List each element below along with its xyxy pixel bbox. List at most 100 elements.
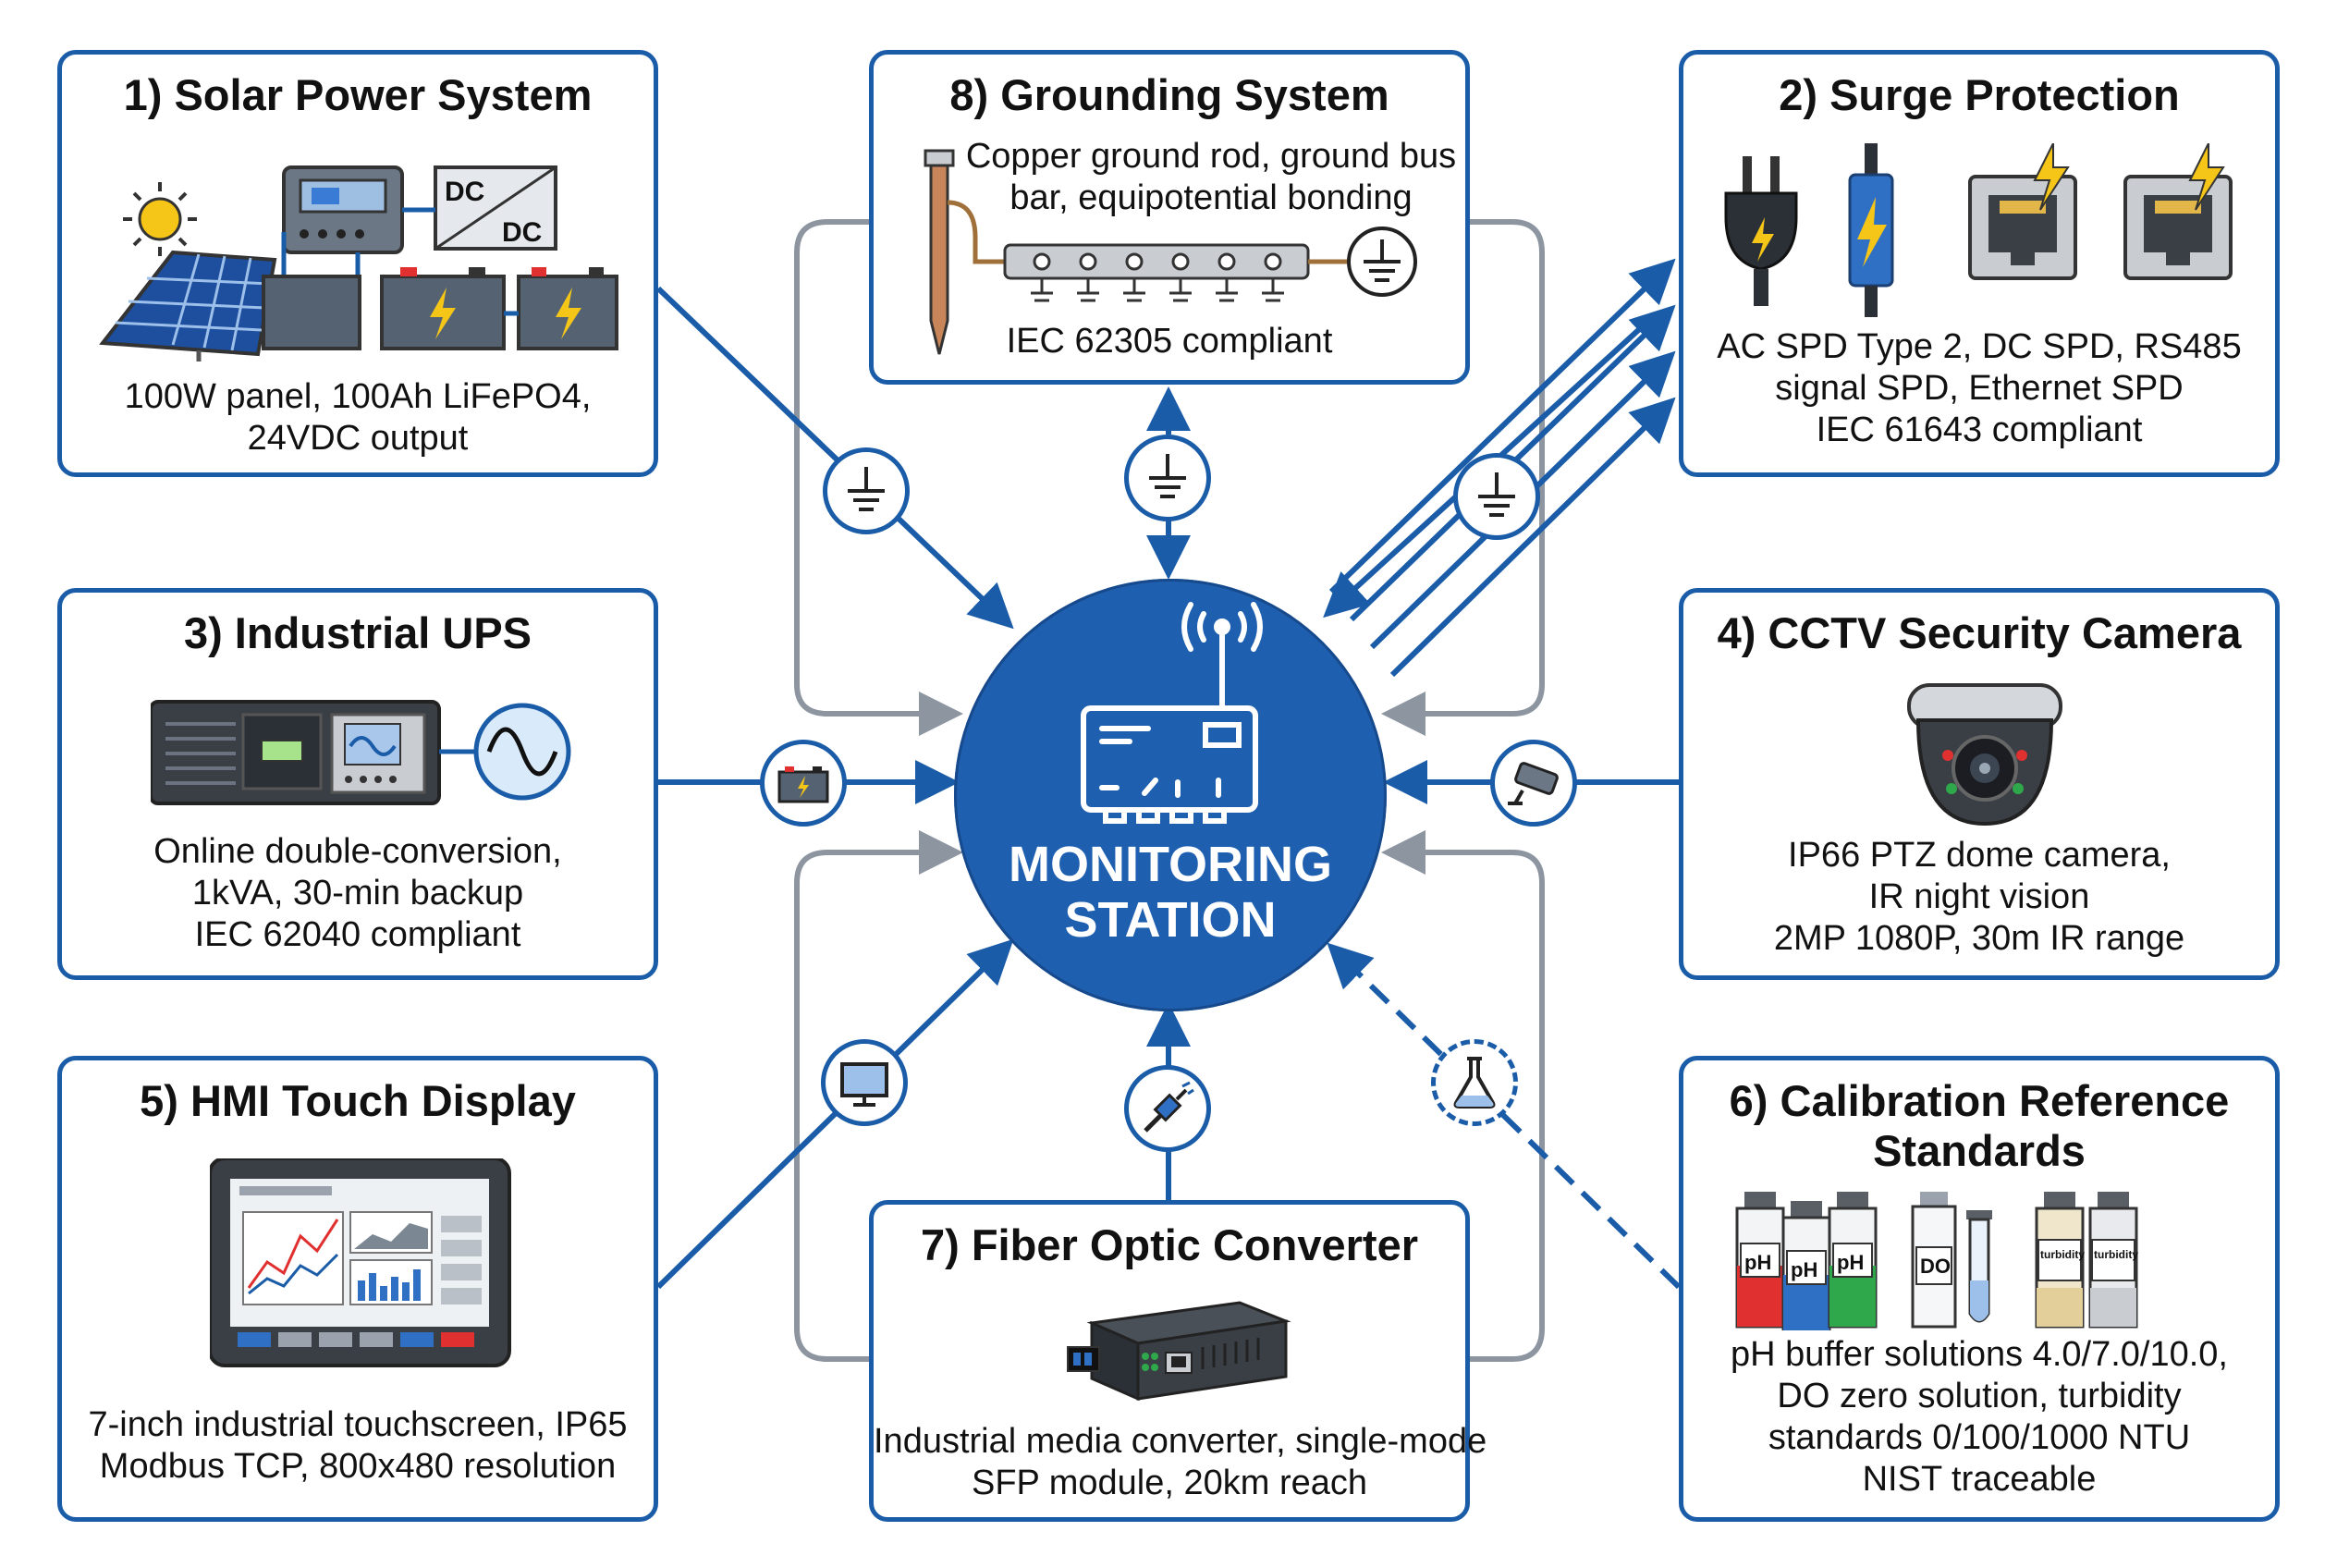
ground-icon bbox=[1478, 472, 1515, 517]
badge-fiber-connector[interactable] bbox=[1124, 1065, 1211, 1152]
solar-panel-icon bbox=[99, 250, 277, 361]
badge-calibration-flask[interactable] bbox=[1431, 1039, 1518, 1126]
ethernet-spd-icon bbox=[2123, 143, 2233, 280]
gray-loop-top-left bbox=[794, 219, 963, 736]
wire-calib bbox=[1327, 942, 1682, 1290]
media-converter-icon bbox=[1067, 1301, 1291, 1402]
panel-description: Copper ground rod, ground bus bar, equip… bbox=[957, 136, 1465, 219]
bottle-label: pH bbox=[1791, 1258, 1817, 1281]
desc-line: IEC 62040 compliant bbox=[194, 915, 521, 954]
panel-description: pH buffer solutions 4.0/7.0/10.0, DO zer… bbox=[1683, 1334, 2275, 1501]
hub-label-line1: MONITORING bbox=[1009, 837, 1332, 892]
monitor-icon bbox=[840, 1062, 888, 1107]
grounding-illustration bbox=[924, 149, 1417, 355]
do-bottle-icon: DO bbox=[1911, 1192, 1957, 1329]
wire-hmi bbox=[655, 938, 1014, 1290]
badge-surge-ground[interactable] bbox=[1453, 453, 1540, 540]
desc-line: 7-inch industrial touchscreen, IP65 bbox=[88, 1405, 628, 1444]
panel-cctv-security-camera[interactable]: 4) CCTV Security Camera IP66 PTZ dome ca… bbox=[1679, 588, 2280, 980]
turbidity-bottle-icon: turbidity bbox=[2088, 1192, 2138, 1329]
ph-bottle-icon: pH bbox=[1781, 1201, 1831, 1330]
desc-line: SFP module, 20km reach bbox=[971, 1464, 1368, 1502]
fiber-connector-icon bbox=[1144, 1081, 1194, 1133]
ph-bottle-icon: pH bbox=[1735, 1192, 1785, 1329]
panel-title: 7) Fiber Optic Converter bbox=[921, 1220, 1418, 1269]
dome-camera-icon bbox=[1907, 683, 2062, 827]
calibration-bottles-illustration: pH pH pH DO bbox=[1735, 1192, 2138, 1330]
bottle-label: turbidity bbox=[2094, 1248, 2138, 1261]
desc-line: pH buffer solutions 4.0/7.0/10.0, bbox=[1731, 1335, 2228, 1374]
panel-description: IP66 PTZ dome camera, IR night vision 2M… bbox=[1683, 835, 2275, 960]
ac-plug-icon bbox=[1724, 156, 1798, 306]
sun-icon bbox=[123, 182, 197, 256]
desc-line: 100W panel, 100Ah LiFePO4, bbox=[124, 377, 592, 416]
wire-surge-1 bbox=[1328, 258, 1676, 594]
ups-unit-icon bbox=[151, 700, 441, 805]
panel-grounding-system[interactable]: 8) Grounding System bbox=[869, 50, 1470, 385]
panel-title-line1: 6) Calibration Reference bbox=[1729, 1076, 2230, 1125]
monitoring-station-hub[interactable]: MONITORING STATION bbox=[954, 579, 1387, 1011]
desc-line: AC SPD Type 2, DC SPD, RS485 bbox=[1717, 327, 2242, 366]
converter-label-bottom: DC bbox=[502, 217, 542, 248]
ups-illustration bbox=[151, 700, 571, 805]
panel-fiber-optic-converter[interactable]: 7) Fiber Optic Converter Industrial medi… bbox=[869, 1200, 1487, 1522]
desc-line: Modbus TCP, 800x480 resolution bbox=[99, 1447, 617, 1486]
badge-cctv-camera[interactable] bbox=[1490, 740, 1577, 827]
camera-icon bbox=[1508, 762, 1559, 805]
panel-hmi-touch-display[interactable]: 5) HMI Touch Display 7-inch industrial t… bbox=[57, 1056, 658, 1522]
badge-hmi-monitor[interactable] bbox=[821, 1039, 908, 1126]
dc-spd-icon bbox=[1848, 143, 1894, 317]
ground-bus-bar-icon bbox=[1003, 243, 1310, 302]
battery-icon bbox=[777, 766, 829, 803]
badge-grounding-ground[interactable] bbox=[1124, 435, 1211, 521]
ground-symbol-icon bbox=[1347, 227, 1417, 297]
gray-loop-top-right bbox=[1381, 219, 1545, 736]
bottle-label: pH bbox=[1837, 1251, 1864, 1274]
wire-solar bbox=[655, 286, 1014, 630]
bottle-label: pH bbox=[1744, 1251, 1771, 1274]
panel-note: IEC 62305 compliant bbox=[1006, 322, 1333, 361]
desc-line: Industrial media converter, single-mode bbox=[874, 1422, 1487, 1461]
desc-line: standards 0/100/1000 NTU bbox=[1768, 1418, 2191, 1457]
panel-title: 1) Solar Power System bbox=[123, 70, 593, 119]
panel-industrial-ups[interactable]: 3) Industrial UPS Online double-conversi… bbox=[57, 588, 658, 980]
ph-bottle-icon: pH bbox=[1828, 1192, 1878, 1329]
bottle-label: turbidity bbox=[2040, 1248, 2085, 1261]
hub-label-line2: STATION bbox=[1064, 892, 1277, 948]
panel-title: 8) Grounding System bbox=[949, 70, 1389, 119]
desc-line: Copper ground rod, ground bus bbox=[965, 137, 1457, 176]
desc-line: IEC 61643 compliant bbox=[1816, 410, 2143, 449]
desc-line: 1kVA, 30-min backup bbox=[191, 874, 524, 913]
panel-title: 3) Industrial UPS bbox=[183, 608, 532, 657]
desc-line: 2MP 1080P, 30m IR range bbox=[1773, 919, 2185, 958]
test-tube-icon bbox=[1966, 1210, 1992, 1323]
panel-description: Industrial media converter, single-mode … bbox=[874, 1421, 1487, 1504]
hmi-display-icon bbox=[210, 1158, 511, 1367]
panel-surge-protection[interactable]: 2) Surge Protection bbox=[1679, 50, 2280, 477]
ground-icon bbox=[1149, 454, 1186, 498]
solar-system-illustration: DC DC bbox=[99, 165, 618, 361]
badge-ups-battery[interactable] bbox=[760, 740, 847, 827]
turbidity-bottle-icon: turbidity bbox=[2035, 1192, 2085, 1329]
desc-line: bar, equipotential bonding bbox=[1009, 178, 1413, 217]
battery-icon bbox=[262, 275, 361, 350]
badge-solar-ground[interactable] bbox=[823, 447, 910, 534]
panel-calibration-reference-standards[interactable]: 6) Calibration Reference Standards pH pH… bbox=[1679, 1056, 2280, 1522]
panel-description: 7-inch industrial touchscreen, IP65 Modb… bbox=[62, 1404, 654, 1488]
desc-line: IP66 PTZ dome camera, bbox=[1788, 836, 2171, 875]
panel-solar-power-system[interactable]: 1) Solar Power System bbox=[57, 50, 658, 477]
panel-title-line2: Standards bbox=[1873, 1126, 2086, 1175]
panel-description: 100W panel, 100Ah LiFePO4, 24VDC output bbox=[62, 376, 654, 459]
desc-line: IR night vision bbox=[1868, 877, 2090, 916]
gray-loop-bottom-right bbox=[1381, 830, 1545, 1362]
battery-icon bbox=[380, 267, 506, 350]
data-logger-icon bbox=[1081, 602, 1263, 824]
panel-title: 4) CCTV Security Camera bbox=[1717, 608, 2242, 657]
desc-line: Online double-conversion, bbox=[153, 832, 562, 871]
rs485-spd-icon bbox=[1968, 143, 2077, 280]
desc-line: DO zero solution, turbidity bbox=[1777, 1377, 2182, 1415]
charge-controller-icon bbox=[282, 165, 404, 254]
battery-icon bbox=[517, 267, 618, 350]
desc-line: NIST traceable bbox=[1862, 1460, 2097, 1499]
surge-illustration bbox=[1724, 143, 2233, 317]
